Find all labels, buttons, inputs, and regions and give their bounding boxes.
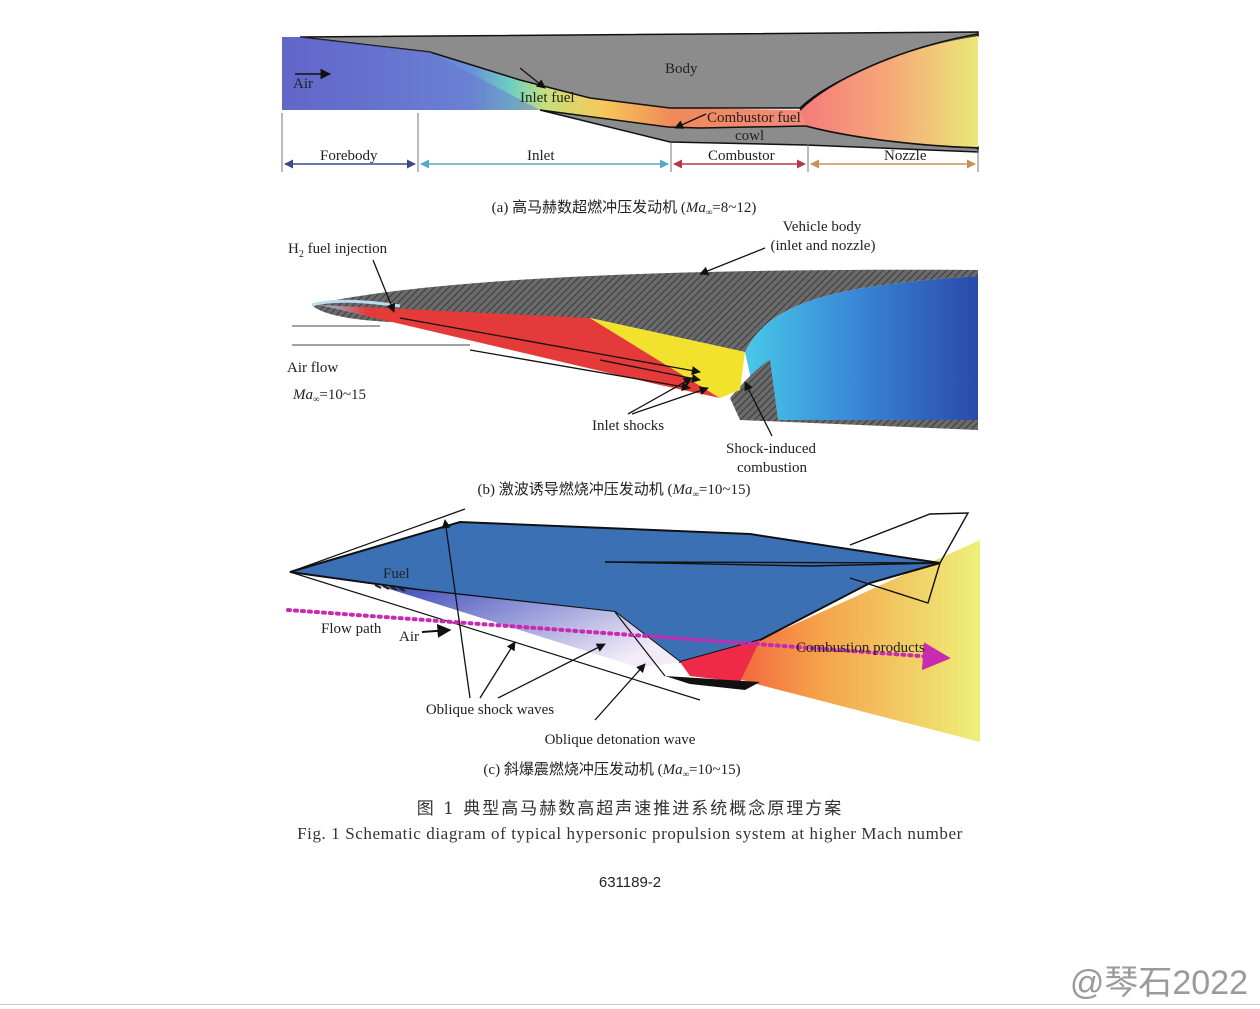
panel-c-air-label: Air <box>399 629 419 645</box>
panel-a-combustor-fuel-label: Combustor fuel <box>707 110 801 126</box>
panel-b-plume <box>745 276 978 420</box>
figure-caption-english: Fig. 1 Schematic diagram of typical hype… <box>297 824 963 843</box>
panel-b-shock-induced-label: Shock-induced <box>726 441 816 457</box>
panel-b-caption: (b) 激波诱导燃烧冲压发动机 (Ma∞=10~15) <box>478 480 751 499</box>
panel-c-combustion-products-label: Combustion products <box>796 640 925 656</box>
panel-a-cowl-label: cowl <box>735 128 764 144</box>
panel-c-detonation-label: Oblique detonation wave <box>545 732 696 748</box>
panel-a-forebody-label: Forebody <box>320 148 378 164</box>
panel-c-tail <box>849 512 970 604</box>
panel-b-mach-label: Ma∞=10~15 <box>292 387 366 404</box>
panel-c-cowl-lip <box>665 676 760 690</box>
panel-b-vehicle-body-sub-label: (inlet and nozzle) <box>771 238 876 254</box>
watermark: @琴石2022 <box>1069 964 1248 1002</box>
panel-c-flow-path-line <box>286 608 951 671</box>
panel-b-h2-label: H2 fuel injection <box>288 241 388 260</box>
panel-a-inlet-label: Inlet <box>527 148 555 164</box>
panel-b-inlet-region <box>320 305 720 398</box>
panel-a-caption: (a) 高马赫数超燃冲压发动机 (Ma∞=8~12) <box>492 198 757 217</box>
panel-c-vehicle-body <box>289 520 941 664</box>
panel-b-compression-region <box>590 318 745 398</box>
panel-a-forebody-ramp <box>282 37 540 110</box>
panel-c-oblique-shock-label: Oblique shock waves <box>426 702 554 718</box>
panel-c-fuel-label: Fuel <box>383 566 410 582</box>
panel-b-inlet-shocks-label: Inlet shocks <box>592 418 664 434</box>
panel-a-body-label: Body <box>665 61 698 77</box>
panel-c-plume <box>680 540 980 742</box>
panel-b-combustion-label: combustion <box>737 460 807 476</box>
panel-b-airflow-label: Air flow <box>287 360 338 376</box>
page-code: 631189-2 <box>598 874 662 891</box>
panel-a-nozzle-label: Nozzle <box>884 148 927 164</box>
panel-b-cowl <box>730 360 978 430</box>
panel-c-caption: (c) 斜爆震燃烧冲压发动机 (Ma∞=10~15) <box>483 760 740 779</box>
panel-a-air-label: Air <box>293 76 313 92</box>
panel-a-nozzle-plume <box>800 36 978 147</box>
panel-c-combustion-wedge <box>680 640 760 682</box>
panel-a-combustor-label: Combustor <box>708 148 775 164</box>
bottom-divider <box>0 1004 1260 1005</box>
panel-b-vehicle-body <box>312 269 978 352</box>
panel-a-inlet-fuel-label: Inlet fuel <box>520 90 575 106</box>
panel-c-flow-path-label: Flow path <box>321 621 382 637</box>
panel-c-fin <box>604 561 941 567</box>
panel-b: H2 fuel injection Vehicle body (inlet an… <box>287 219 978 499</box>
figure-caption-chinese: 图 1 典型高马赫数高超声速推进系统概念原理方案 <box>416 799 844 819</box>
panel-a: Air Body Inlet fuel Combustor fuel cowl … <box>281 31 979 217</box>
panel-b-vehicle-body-label: Vehicle body <box>783 219 862 235</box>
panel-c: Fuel Flow path Air Combustion products O… <box>286 508 980 779</box>
